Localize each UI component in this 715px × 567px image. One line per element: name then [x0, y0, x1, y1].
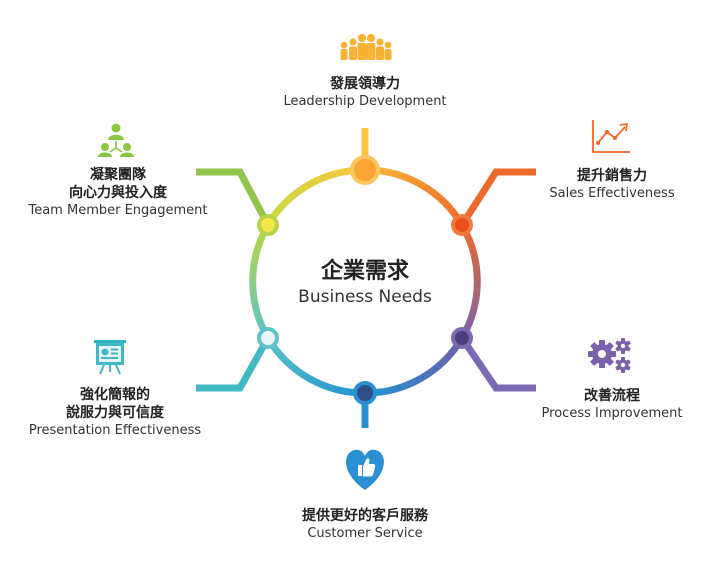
heart-thumbs-up-icon: [346, 449, 384, 490]
sales-en: Sales Effectiveness: [549, 186, 675, 201]
line-chart-points: [596, 130, 617, 145]
ring-arc-left: [249, 223, 272, 340]
ring-nodes: [257, 155, 473, 405]
customer-en: Customer Service: [307, 526, 423, 541]
connector-presentation: [196, 336, 272, 392]
presentation-board-icon: [94, 340, 126, 375]
process-zh: 改善流程: [584, 388, 640, 404]
node-leadership: [350, 155, 380, 185]
center-label: 企業需求 Business Needs: [265, 258, 465, 308]
label-customer: 提供更好的客戶服務 Customer Service: [255, 507, 475, 542]
label-leadership: 發展領導力 Leadership Development: [265, 75, 465, 110]
customer-zh: 提供更好的客戶服務: [302, 508, 428, 524]
connector-lines: [196, 128, 536, 428]
ring-arc-right: [458, 223, 481, 340]
presentation-zh-line1: 強化簡報的: [80, 387, 150, 403]
presentation-en: Presentation Effectiveness: [28, 423, 202, 438]
label-presentation: 強化簡報的 說服力與可信度 Presentation Effectiveness: [20, 386, 210, 439]
line-chart-icon: [592, 120, 630, 153]
label-team: 凝聚團隊 向心力與投入度 Team Member Engagement: [20, 166, 216, 219]
team-en: Team Member Engagement: [28, 203, 208, 218]
label-process: 改善流程 Process Improvement: [532, 387, 692, 422]
process-en: Process Improvement: [541, 406, 683, 421]
node-team: [257, 214, 279, 236]
ring-arc-bottom-left: [264, 336, 366, 397]
label-sales: 提升銷售力 Sales Effectiveness: [532, 167, 692, 202]
gears-icon: [588, 338, 631, 373]
node-customer: [353, 381, 377, 405]
ring-arc-top-left: [264, 166, 366, 227]
leadership-en: Leadership Development: [283, 94, 447, 109]
connector-process: [459, 336, 536, 392]
center-title-en: Business Needs: [298, 287, 432, 307]
center-title-zh: 企業需求: [320, 259, 409, 284]
people-group-icon: [340, 34, 392, 60]
team-zh-line2: 向心力與投入度: [69, 185, 167, 201]
node-process: [451, 327, 473, 349]
leadership-zh: 發展領導力: [330, 76, 400, 92]
team-zh-line1: 凝聚團隊: [90, 167, 146, 183]
team-network-icon: [98, 123, 134, 157]
sales-zh: 提升銷售力: [577, 168, 647, 184]
ring-arc-bottom-right: [364, 336, 466, 397]
node-sales: [451, 214, 473, 236]
connector-team: [196, 168, 272, 227]
connector-sales: [459, 168, 536, 227]
presentation-zh-line2: 說服力與可信度: [66, 405, 164, 421]
node-presentation: [257, 327, 279, 349]
ring-arc-top-right: [364, 166, 466, 227]
